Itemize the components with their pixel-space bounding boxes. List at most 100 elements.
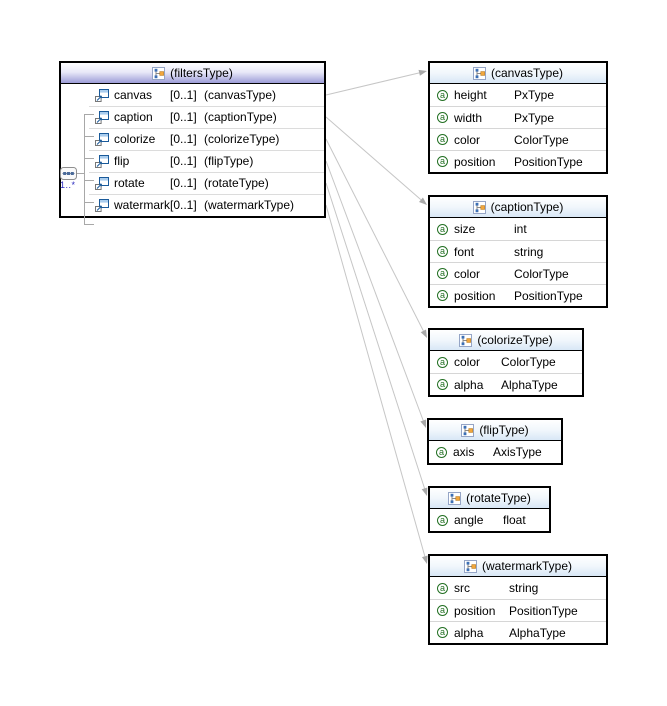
attribute-name: color bbox=[454, 266, 481, 281]
element-cardinality: [0..1] bbox=[170, 176, 197, 190]
attribute-name: position bbox=[454, 154, 496, 169]
type-box-colorizetype[interactable]: (colorizeType) a color ColorType a alpha… bbox=[428, 328, 584, 397]
type-box-captiontype[interactable]: (captionType) a size int a font string a… bbox=[428, 195, 608, 308]
attribute-name: color bbox=[454, 132, 481, 147]
type-box-header[interactable]: (watermarkType) bbox=[430, 556, 606, 577]
type-box-filterstype[interactable]: (filtersType) 1..* bbox=[59, 61, 326, 225]
attribute-row[interactable]: a size int bbox=[430, 218, 606, 240]
element-cardinality: [0..1] bbox=[170, 154, 197, 168]
attribute-icon: a bbox=[437, 156, 448, 167]
attribute-row[interactable]: a width PxType bbox=[430, 106, 606, 128]
type-box-rotatetype[interactable]: (rotateType) a angle float bbox=[428, 486, 551, 533]
type-box-title: (rotateType) bbox=[466, 491, 531, 505]
type-box-header[interactable]: (captionType) bbox=[430, 197, 606, 218]
complex-type-icon bbox=[448, 491, 462, 505]
element-type: (watermarkType) bbox=[204, 198, 295, 212]
type-reference-connector bbox=[325, 160, 424, 421]
attribute-rows: a src string a position PositionType a a… bbox=[430, 577, 606, 643]
sequence-compositor-icon[interactable] bbox=[60, 167, 77, 180]
element-type: (colorizeType) bbox=[204, 132, 280, 146]
tree-line bbox=[84, 115, 85, 225]
attribute-row[interactable]: a color ColorType bbox=[430, 262, 606, 284]
attribute-icon: a bbox=[437, 223, 448, 235]
attribute-row[interactable]: a position PositionType bbox=[430, 150, 606, 172]
type-box-title: (filtersType) bbox=[170, 66, 233, 80]
element-row-colorize[interactable]: colorize [0..1] (colorizeType) bbox=[61, 128, 324, 150]
attribute-name: height bbox=[454, 88, 487, 102]
attribute-row[interactable]: a axis AxisType bbox=[429, 441, 561, 463]
attribute-icon: a bbox=[437, 356, 448, 368]
attribute-row[interactable]: a height PxType bbox=[430, 84, 606, 106]
element-cardinality: [0..1] bbox=[170, 198, 197, 212]
element-name: watermark bbox=[114, 198, 171, 212]
element-icon bbox=[95, 133, 109, 146]
tree-line bbox=[77, 173, 84, 174]
element-row-watermark[interactable]: watermark [0..1] (watermarkType) bbox=[61, 194, 324, 216]
attribute-type: float bbox=[503, 513, 526, 527]
element-icon bbox=[95, 155, 109, 168]
type-box-header[interactable]: (rotateType) bbox=[430, 488, 549, 509]
attribute-name: alpha bbox=[454, 625, 484, 640]
complex-type-icon bbox=[472, 66, 486, 80]
attribute-name: angle bbox=[454, 513, 484, 527]
attribute-row[interactable]: a src string bbox=[430, 577, 606, 599]
attribute-type: ColorType bbox=[501, 355, 556, 369]
attribute-name: axis bbox=[453, 445, 475, 459]
attribute-type: string bbox=[509, 581, 539, 595]
connector-arrowhead-icon bbox=[418, 69, 427, 76]
attribute-icon: a bbox=[437, 514, 448, 526]
attribute-icon: a bbox=[437, 268, 448, 279]
attribute-name: position bbox=[454, 288, 496, 303]
attribute-icon: a bbox=[437, 112, 448, 123]
attribute-name: color bbox=[454, 355, 481, 369]
type-box-canvastype[interactable]: (canvasType) a height PxType a width PxT… bbox=[428, 61, 608, 174]
attribute-row[interactable]: a alpha AlphaType bbox=[430, 373, 582, 395]
connector-arrowhead-icon bbox=[421, 555, 428, 564]
type-box-watermarktype[interactable]: (watermarkType) a src string a position … bbox=[428, 554, 608, 645]
attribute-row[interactable]: a position PositionType bbox=[430, 284, 606, 306]
attribute-type: AxisType bbox=[493, 445, 542, 459]
type-box-header[interactable]: (canvasType) bbox=[430, 63, 606, 84]
element-row-flip[interactable]: flip [0..1] (flipType) bbox=[61, 150, 324, 172]
attribute-icon: a bbox=[437, 605, 448, 616]
attribute-row[interactable]: a alpha AlphaType bbox=[430, 621, 606, 643]
attribute-type: string bbox=[514, 244, 544, 259]
attribute-type: PositionType bbox=[514, 154, 583, 169]
attribute-type: AlphaType bbox=[509, 625, 566, 640]
tree-stub bbox=[84, 158, 94, 159]
attribute-type: AlphaType bbox=[501, 377, 558, 392]
type-box-title: (canvasType) bbox=[490, 66, 564, 80]
type-reference-connector bbox=[325, 72, 420, 96]
type-box-fliptype[interactable]: (flipType) a axis AxisType bbox=[427, 418, 563, 465]
element-type: (captionType) bbox=[204, 110, 277, 124]
type-box-title: (colorizeType) bbox=[477, 333, 553, 347]
attribute-rows: a angle float bbox=[430, 509, 549, 531]
type-reference-connector bbox=[325, 116, 422, 201]
tree-stub bbox=[84, 202, 94, 203]
attribute-rows: a height PxType a width PxType a color C… bbox=[430, 84, 606, 172]
attribute-name: src bbox=[454, 581, 470, 595]
occurrence-label: 1..* bbox=[60, 180, 76, 190]
element-name: colorize bbox=[114, 132, 156, 146]
attribute-row[interactable]: a position PositionType bbox=[430, 599, 606, 621]
attribute-type: PositionType bbox=[514, 288, 583, 303]
attribute-row[interactable]: a color ColorType bbox=[430, 351, 582, 373]
element-cardinality: [0..1] bbox=[170, 110, 197, 124]
type-box-header[interactable]: (flipType) bbox=[429, 420, 561, 441]
attribute-rows: a color ColorType a alpha AlphaType bbox=[430, 351, 582, 395]
element-rows: 1..* canvas [0..1] (canvasType) bbox=[60, 84, 324, 225]
element-row-caption[interactable]: caption [0..1] (captionType) bbox=[61, 106, 324, 128]
element-row-rotate[interactable]: rotate [0..1] (rotateType) bbox=[61, 172, 324, 194]
type-box-header[interactable]: (colorizeType) bbox=[430, 330, 582, 351]
type-box-header[interactable]: (filtersType) bbox=[61, 63, 324, 84]
element-row-canvas[interactable]: canvas [0..1] (canvasType) bbox=[61, 84, 324, 106]
complex-type-icon bbox=[472, 200, 486, 214]
attribute-icon: a bbox=[436, 446, 447, 458]
attribute-row[interactable]: a angle float bbox=[430, 509, 549, 531]
attribute-type: PositionType bbox=[509, 603, 578, 618]
attribute-row[interactable]: a font string bbox=[430, 240, 606, 262]
connector-arrowhead-icon bbox=[420, 419, 427, 428]
element-icon bbox=[95, 177, 109, 190]
attribute-row[interactable]: a color ColorType bbox=[430, 128, 606, 150]
element-type: (rotateType) bbox=[204, 176, 269, 190]
